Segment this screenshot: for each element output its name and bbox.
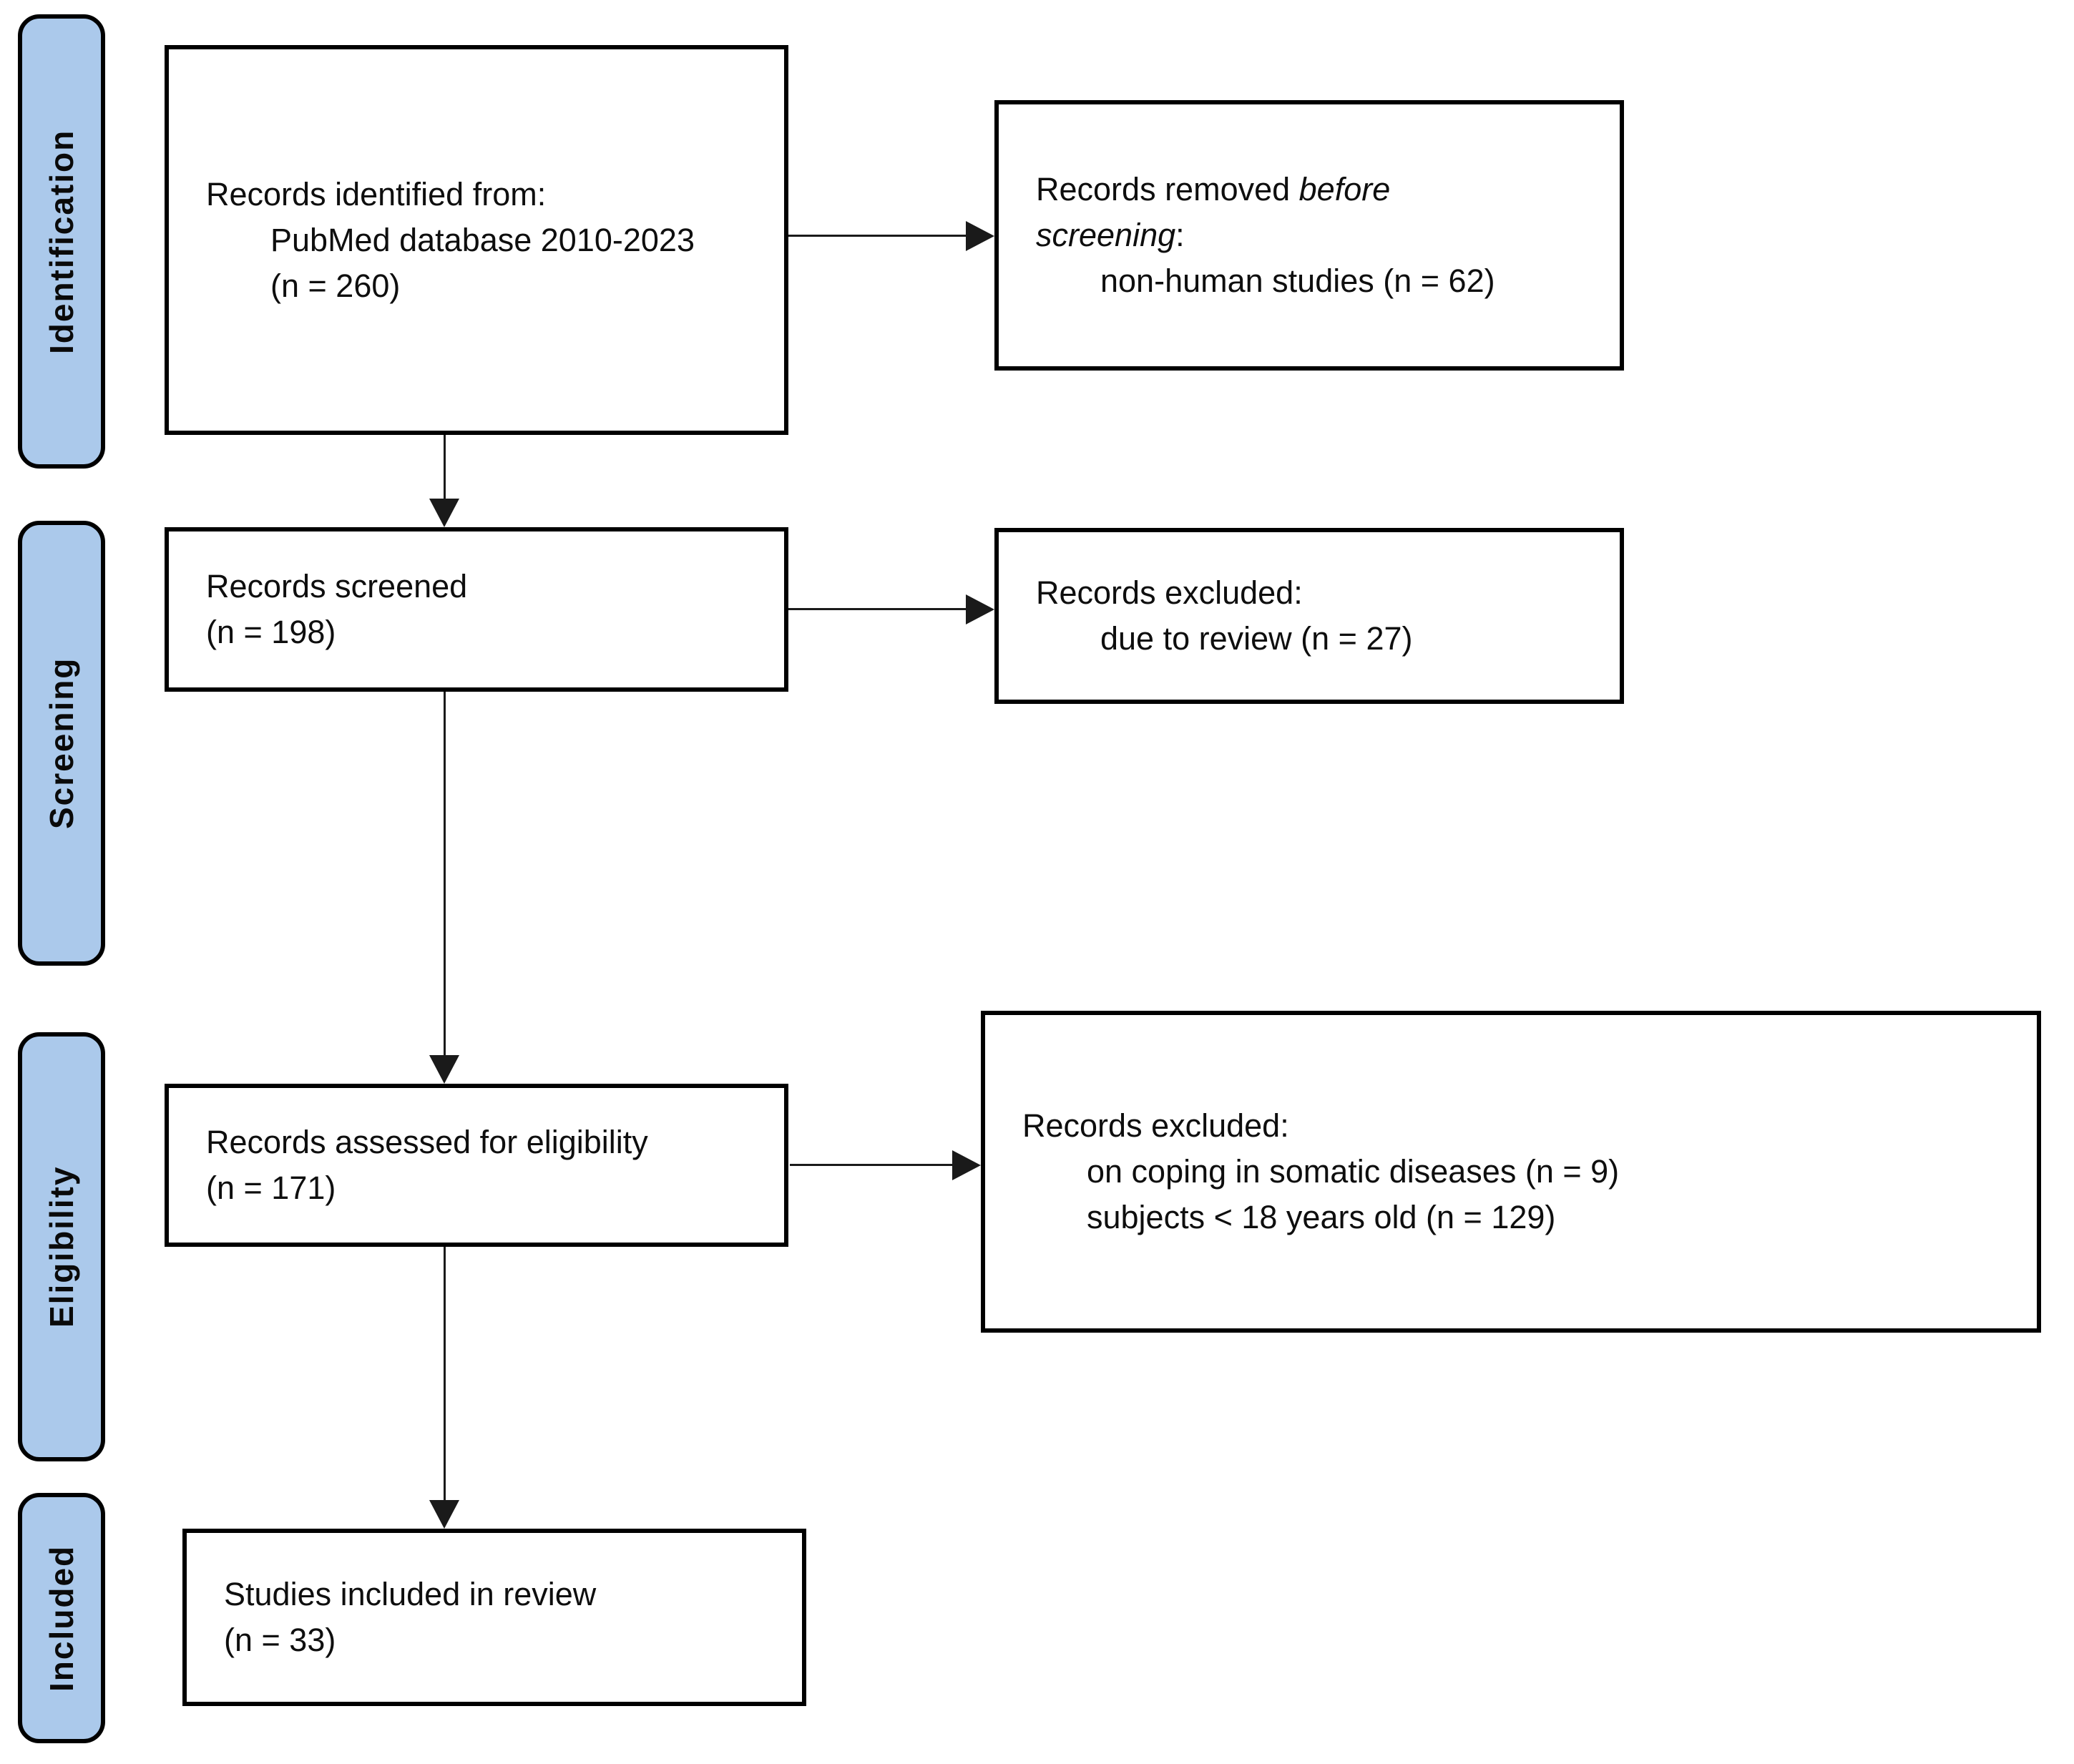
box-records-screened: Records screened (n = 198) [165, 527, 788, 692]
box-text-line: Records assessed for eligibility [206, 1124, 648, 1160]
box-studies-included: Studies included in review (n = 33) [182, 1529, 806, 1706]
box-records-identified: Records identified from: PubMed database … [165, 45, 788, 435]
box-text-line: non-human studies (n = 62) [1100, 263, 1495, 299]
box-text-line: Records identified from: [206, 175, 547, 212]
stage-label-screening: Screening [18, 521, 105, 966]
box-records-assessed-eligibility: Records assessed for eligibility (n = 171… [165, 1084, 788, 1247]
arrow-right-icon [966, 594, 994, 624]
box-text-line: (n = 260) [270, 267, 401, 304]
arrow-down-icon [429, 499, 459, 527]
arrow-right-icon [966, 221, 994, 251]
arrow-right-icon [952, 1150, 981, 1180]
arrow-identified-to-removed-line [788, 235, 967, 237]
box-text-line: Records excluded: [1022, 1107, 1289, 1144]
box-records-excluded-review: Records excluded: due to review (n = 27) [994, 528, 1624, 704]
arrow-assessed-to-excluded-line [790, 1164, 954, 1166]
box-text-line: on coping in somatic diseases (n = 9) [1087, 1153, 1620, 1190]
box-text-line: (n = 171) [206, 1170, 336, 1206]
arrow-assessed-to-included-line [444, 1247, 446, 1502]
box-text-line: subjects < 18 years old (n = 129) [1087, 1199, 1556, 1235]
box-text-line: screening: [1036, 217, 1185, 253]
arrow-screened-to-assessed-line [444, 692, 446, 1057]
arrow-identified-to-screened-line [444, 435, 446, 501]
arrow-down-icon [429, 1055, 459, 1084]
box-text-line: PubMed database 2010-2023 [270, 221, 695, 258]
box-text-line: Records excluded: [1036, 574, 1303, 611]
stage-label-included: Included [18, 1493, 105, 1743]
box-text-line: (n = 33) [224, 1622, 336, 1658]
stage-label-eligibility: Eligibility [18, 1032, 105, 1461]
box-text-line: due to review (n = 27) [1100, 620, 1413, 657]
box-text-line: (n = 198) [206, 614, 336, 650]
box-text-line: Records screened [206, 568, 468, 604]
box-records-removed-before-screening: Records removed before screening: non-huma… [994, 100, 1624, 371]
stage-label-identification: Identification [18, 14, 105, 469]
box-text-line: Records removed before [1036, 171, 1391, 207]
box-records-excluded-eligibility: Records excluded: on coping in somatic di… [981, 1011, 2041, 1333]
arrow-down-icon [429, 1500, 459, 1529]
arrow-screened-to-excluded-line [788, 608, 967, 610]
box-text-line: Studies included in review [224, 1576, 597, 1612]
